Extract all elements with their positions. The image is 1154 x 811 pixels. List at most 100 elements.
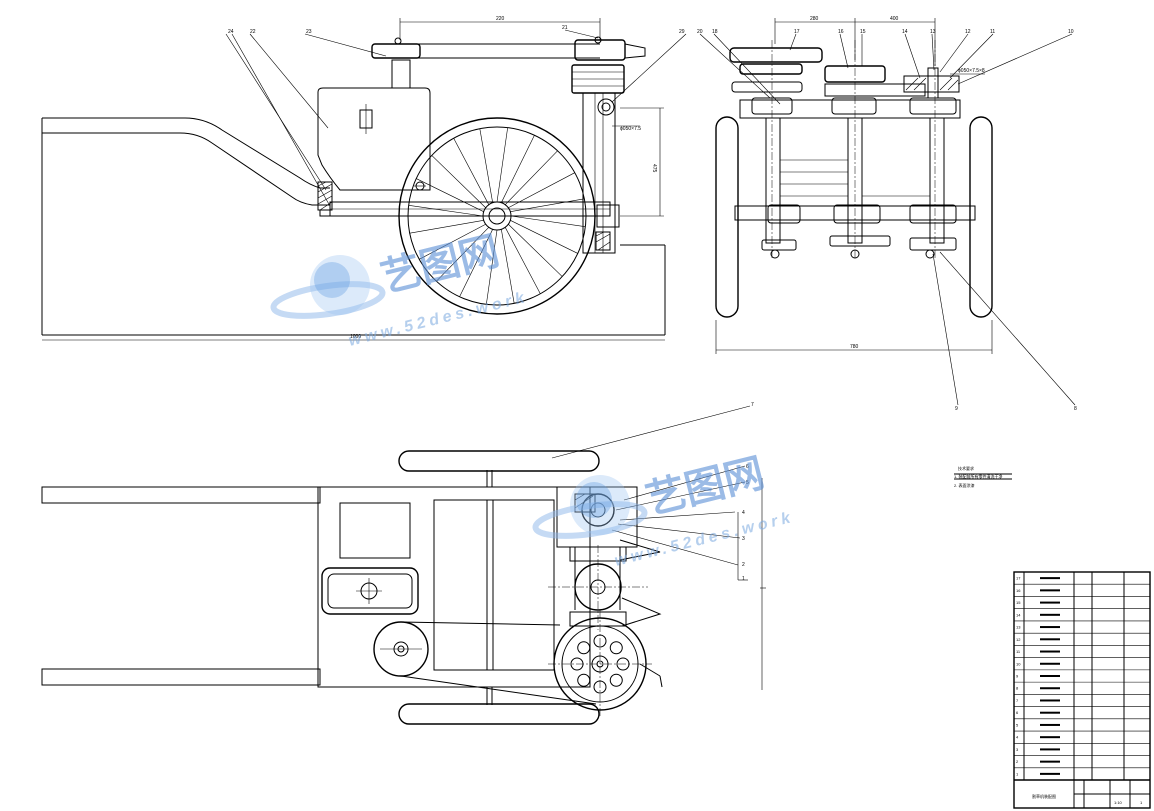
title-block-row-number: 16 [1016,588,1021,593]
side-label-10: 10 [1068,29,1074,35]
side-label-17: 17 [794,29,800,35]
front-label-21: 21 [562,25,568,31]
front-label-29: 29 [679,29,685,35]
wheel-spoke [416,178,484,212]
notes-heading: 技术要求 [958,465,974,471]
side-label-14: 14 [902,29,908,35]
side-note: ϕ050×7.5×8 [958,68,985,74]
title-block-row-number: 8 [1016,686,1019,691]
wheel-spoke [453,138,490,205]
title-block-row-number: 6 [1016,710,1019,715]
disk-hole [609,673,623,687]
front-dim-top: 220 [496,16,505,22]
wheel-spoke [501,135,535,203]
plan-view: 7 6 5 4 3 2 1 [41,402,766,725]
wheel-spoke [409,220,484,234]
wheel-spoke [459,229,493,297]
plan-label-6: 6 [746,464,749,470]
title-block-row-name [1040,613,1060,616]
wheel-spoke [510,220,578,254]
plan-label-7: 7 [751,402,754,408]
side-label-11: 11 [990,29,995,35]
side-dim-left: 280 [810,16,819,22]
title-block-row-name [1040,711,1060,714]
side-dim-bottom: 780 [850,344,859,350]
wheel-spoke [479,128,493,203]
plan-label-3: 3 [742,536,745,542]
title-block-row-name [1040,748,1060,751]
side-label-18: 18 [712,29,718,35]
title-block-row-name [1040,662,1060,665]
watermark-globe-icon [270,255,386,319]
wheel-spoke [504,227,541,294]
title-block-row-number: 9 [1016,674,1019,679]
title-block-row-name [1040,638,1060,641]
disk-hole [577,673,591,687]
technical-notes: 技术要求 1. 装配前所有零件清洗干净 2. 表面涂漆 [954,465,1012,488]
wheel-spoke [436,227,489,282]
title-block-row-number: 14 [1016,612,1021,617]
wheel-spoke [508,224,563,277]
title-block-row-name [1040,601,1060,604]
side-label-15: 15 [860,29,866,35]
wheel-spoke [496,127,508,203]
title-block-row-number: 4 [1016,735,1019,740]
title-block-row-number: 7 [1016,698,1019,703]
title-block-row-number: 17 [1016,576,1021,581]
wheel-spoke [510,215,586,227]
plan-label-5: 5 [746,480,749,486]
watermark-1: 艺图网 www.52des.work [270,229,530,350]
disk-hole [577,641,591,655]
title-block-row-name [1040,650,1060,653]
wheel-spoke [510,198,585,212]
front-dim-bottom: 1000 [350,334,361,340]
wheel-spoke [508,172,575,209]
front-note: ϕ050×7.5 [620,126,641,132]
title-block-row-name [1040,699,1060,702]
title-block-row-name [1040,589,1060,592]
side-label-9: 9 [955,406,958,412]
title-block-sheet: 1 [1140,800,1143,805]
title-block-row-name [1040,626,1060,629]
disk-hole [609,641,623,655]
title-block-scale: 1:10 [1114,800,1123,805]
title-block-row-number: 13 [1016,625,1021,630]
plan-label-1: 1 [742,576,745,582]
title-block-row-number: 5 [1016,722,1019,727]
side-label-13: 13 [930,29,936,35]
large-spoked-wheel [398,117,596,315]
plan-label-2: 2 [742,562,745,568]
side-label-12: 12 [965,29,971,35]
front-label-22: 22 [250,29,256,35]
plan-label-4: 4 [742,510,745,516]
title-block-row-number: 1 [1016,771,1019,776]
wheel-spoke [431,155,486,208]
wheel-spoke [419,223,486,260]
notes-sub: 2. 表面涂漆 [954,482,974,488]
watermark-brand: 艺图网 [377,229,504,301]
title-block-row-number: 15 [1016,600,1021,605]
side-view: 280 400 780 ϕ050×7.5×8 20 18 17 16 15 14… [697,16,1077,412]
front-dim-right: 475 [651,164,657,173]
title-block-row-name [1040,687,1060,690]
front-label-23: 23 [306,29,312,35]
title-block-title: 割草机装配图 [1032,793,1056,799]
title-block-row-name [1040,675,1060,677]
title-block-row-name [1040,577,1060,580]
title-block-row-name [1040,760,1060,763]
front-view: 220 475 1000 ϕ050×7.5 24 22 23 21 29 [41,16,687,341]
watermark-globe-icon [532,475,648,539]
side-label-16: 16 [838,29,844,35]
side-label-8: 8 [1074,406,1077,412]
title-block-row-name [1040,772,1060,775]
wheel-spoke [408,205,484,217]
wheel-spoke [501,229,515,304]
title-block-row-name [1040,723,1060,726]
title-block-row-number: 3 [1016,747,1019,752]
wheel-spoke [486,229,498,305]
title-block-row-number: 12 [1016,637,1021,642]
title-block-row-number: 10 [1016,661,1021,666]
front-label-24: 24 [228,29,234,35]
